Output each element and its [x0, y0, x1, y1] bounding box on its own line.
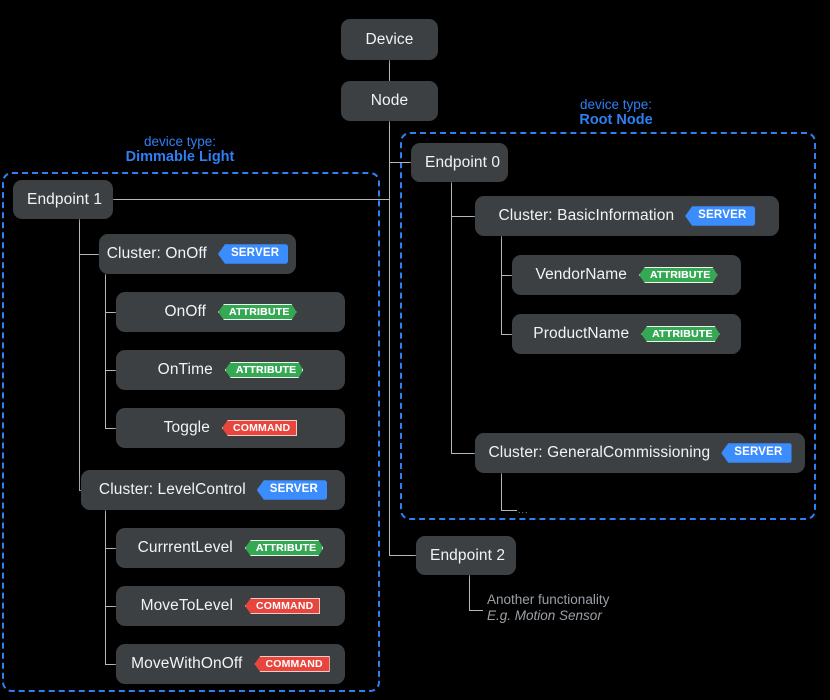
- group-label-root-node: device type: Root Node: [546, 97, 686, 128]
- endpoint-0-label: Endpoint 0: [425, 153, 501, 171]
- group-label-line1: device type:: [579, 97, 653, 112]
- endpoint-2-note-line2: E.g. Motion Sensor: [487, 608, 602, 624]
- badge-attribute: ATTRIBUTE: [641, 326, 720, 343]
- node-attribute-currentlevel[interactable]: CurrrentLevel ATTRIBUTE: [116, 528, 345, 568]
- command-toggle-label: Toggle: [163, 419, 210, 436]
- attribute-ontime-label: OnTime: [157, 361, 213, 378]
- node-attribute-onoff[interactable]: OnOff ATTRIBUTE: [116, 292, 345, 332]
- group-label-dimmable-light: device type: Dimmable Light: [110, 134, 250, 165]
- attribute-currentlevel-label: CurrrentLevel: [137, 539, 233, 556]
- connector-endpoint1-spine: [79, 219, 80, 491]
- endpoint-2-note-line1: Another functionality: [487, 592, 610, 607]
- node-attribute-ontime[interactable]: OnTime ATTRIBUTE: [116, 350, 345, 390]
- connector-endpoint1-onoff: [79, 254, 101, 255]
- badge-server: SERVER: [685, 206, 756, 226]
- connector-endpoint0-generalcomm: [451, 453, 476, 454]
- node-device[interactable]: Device: [341, 19, 438, 60]
- connector-trunk-endpoint1: [112, 199, 390, 200]
- node-cluster-basicinformation[interactable]: Cluster: BasicInformation SERVER: [475, 196, 779, 236]
- group-label-line2: Dimmable Light: [125, 149, 235, 166]
- connector-onoff-cmd-toggle: [105, 428, 121, 429]
- badge-server: SERVER: [256, 480, 328, 500]
- endpoint-1-label: Endpoint 1: [27, 190, 103, 208]
- node-endpoint-1[interactable]: Endpoint 1: [13, 180, 113, 219]
- connector-endpoint0-basicinfo: [451, 216, 476, 217]
- command-movetolevel-label: MoveToLevel: [140, 597, 234, 614]
- cluster-generalcommissioning-label: Cluster: GeneralCommissioning: [488, 444, 711, 461]
- node-command-toggle[interactable]: Toggle COMMAND: [116, 408, 345, 448]
- connector-levelcontrol-currentlevel: [105, 548, 121, 549]
- connector-endpoint2-spine: [469, 575, 470, 611]
- node-endpoint-2[interactable]: Endpoint 2: [416, 536, 516, 575]
- badge-command: COMMAND: [245, 597, 321, 615]
- group-label-line1: device type:: [143, 134, 217, 149]
- node-cluster-levelcontrol[interactable]: Cluster: LevelControl SERVER: [81, 470, 345, 510]
- connector-levelcontrol-movewithonoff: [105, 664, 121, 665]
- node-cluster-onoff[interactable]: Cluster: OnOff SERVER: [99, 234, 296, 274]
- badge-attribute: ATTRIBUTE: [639, 267, 718, 284]
- connector-generalcomm-ellipsis: [501, 510, 517, 511]
- badge-attribute: ATTRIBUTE: [225, 362, 304, 379]
- connector-endpoint0-spine: [451, 182, 452, 454]
- node-endpoint-0[interactable]: Endpoint 0: [411, 143, 508, 182]
- node-node[interactable]: Node: [341, 81, 438, 121]
- cluster-basicinformation-label: Cluster: BasicInformation: [498, 207, 675, 224]
- connector-onoff-attr-onoff: [105, 312, 121, 313]
- connector-endpoint2-note: [469, 610, 483, 611]
- group-dimmable-light: [2, 172, 380, 692]
- generalcommissioning-ellipsis: ...: [518, 505, 529, 515]
- node-attribute-productname[interactable]: ProductName ATTRIBUTE: [512, 314, 741, 354]
- cluster-levelcontrol-label: Cluster: LevelControl: [98, 481, 246, 498]
- node-device-label: Device: [365, 30, 414, 48]
- endpoint-2-label: Endpoint 2: [430, 546, 506, 564]
- connector-basicinfo-productname: [501, 334, 513, 335]
- node-node-label: Node: [370, 92, 409, 109]
- connector-basicinfo-spine: [501, 236, 502, 334]
- connector-trunk-endpoint2: [389, 555, 416, 556]
- badge-attribute: ATTRIBUTE: [218, 304, 297, 321]
- cluster-onoff-label: Cluster: OnOff: [106, 245, 207, 262]
- connector-device-node: [389, 60, 390, 81]
- connector-generalcomm-spine: [501, 473, 502, 511]
- badge-command: COMMAND: [221, 419, 298, 437]
- attribute-onoff-label: OnOff: [164, 303, 207, 320]
- connector-onoff-spine: [105, 274, 106, 428]
- node-attribute-vendorname[interactable]: VendorName ATTRIBUTE: [512, 255, 741, 295]
- badge-server: SERVER: [721, 443, 792, 463]
- node-command-movetolevel[interactable]: MoveToLevel COMMAND: [116, 586, 345, 626]
- attribute-productname-label: ProductName: [533, 325, 630, 342]
- command-movewithonoff-label: MoveWithOnOff: [131, 655, 243, 672]
- connector-node-trunk: [389, 121, 390, 555]
- connector-onoff-attr-ontime: [105, 370, 121, 371]
- attribute-vendorname-label: VendorName: [535, 266, 627, 283]
- badge-command: COMMAND: [254, 655, 330, 673]
- connector-levelcontrol-spine: [105, 510, 106, 664]
- badge-attribute: ATTRIBUTE: [245, 540, 324, 557]
- connector-trunk-endpoint0: [389, 162, 411, 163]
- badge-server: SERVER: [217, 244, 289, 264]
- node-command-movewithonoff[interactable]: MoveWithOnOff COMMAND: [116, 644, 345, 684]
- node-cluster-generalcommissioning[interactable]: Cluster: GeneralCommissioning SERVER: [475, 433, 805, 473]
- endpoint-2-note: Another functionality E.g. Motion Sensor: [487, 592, 609, 625]
- connector-basicinfo-vendorname: [501, 275, 513, 276]
- connector-levelcontrol-movetolevel: [105, 606, 121, 607]
- group-label-line2: Root Node: [579, 112, 653, 129]
- group-root-node: [400, 132, 816, 520]
